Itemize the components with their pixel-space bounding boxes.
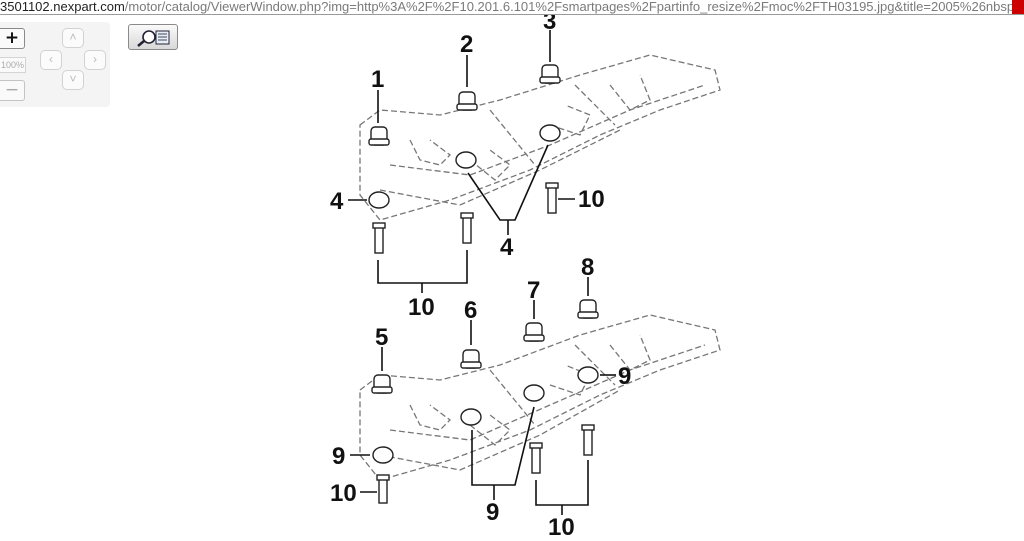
bolt-10a	[372, 222, 386, 254]
bolt-10c	[545, 182, 559, 214]
mount-cushion-4a	[368, 191, 390, 209]
parts-diagram: 1 2 3 4 4 4 10 10 5 6 7 8 9 9 9 10 10	[330, 15, 721, 540]
url-host: 3501102.nexpart.com	[0, 0, 125, 14]
address-bar[interactable]: 3501102.nexpart.com/motor/catalog/Viewer…	[0, 0, 1024, 15]
mount-cushion-9b	[460, 408, 482, 426]
mount-cushion-9d	[577, 366, 599, 384]
callout-9-bottom: 9	[486, 499, 499, 526]
bolt-10b	[460, 212, 474, 244]
callout-10-lower: 10	[548, 514, 575, 540]
mount-cushion-5	[371, 374, 393, 394]
callout-7: 7	[527, 277, 540, 304]
chevron-right-icon: ›	[93, 52, 97, 66]
mount-cushion-6	[460, 349, 482, 369]
bolt-10e	[529, 442, 543, 474]
chevron-up-icon: ˄	[69, 30, 77, 44]
mount-cushion-9a	[372, 446, 394, 464]
mount-cushion-4c	[539, 124, 561, 142]
callout-4-left: 4	[330, 188, 344, 215]
mount-cushion-1	[368, 126, 390, 146]
close-icon[interactable]	[1012, 0, 1024, 14]
callout-2: 2	[460, 31, 473, 58]
chevron-left-icon: ‹	[49, 52, 53, 66]
zoom-out-button[interactable]: −	[0, 80, 25, 101]
zoom-in-button[interactable]: +	[0, 28, 25, 49]
mount-cushion-3	[539, 64, 561, 84]
zoom-level: 100%	[0, 57, 26, 73]
mount-cushion-8	[577, 299, 599, 319]
mount-cushion-7	[523, 322, 545, 342]
callout-10-left: 10	[330, 480, 357, 507]
url-path: /motor/catalog/ViewerWindow.php?img=http…	[124, 0, 1024, 14]
callout-8: 8	[581, 254, 594, 281]
mount-cushion-4b	[455, 151, 477, 169]
callout-4-bottom: 4	[500, 234, 514, 261]
pan-left-button[interactable]: ‹	[40, 50, 62, 70]
frame-upper	[359, 54, 721, 221]
pan-right-button[interactable]: ›	[84, 50, 106, 70]
callout-6: 6	[464, 297, 477, 324]
zoom-controls: + 100% − ˄ ‹ › ˅	[0, 22, 110, 107]
callout-1: 1	[371, 66, 384, 93]
magnifier-icon	[137, 30, 170, 47]
callout-10-bottom: 10	[408, 294, 435, 321]
pan-up-button[interactable]: ˄	[62, 28, 84, 48]
callout-9-left: 9	[332, 443, 345, 470]
pan-down-button[interactable]: ˅	[62, 70, 84, 90]
mount-cushion-2	[456, 91, 478, 111]
callout-5: 5	[375, 324, 388, 351]
magnifier-button[interactable]	[128, 24, 178, 50]
leader-lines	[348, 30, 616, 515]
mount-cushion-9c	[523, 384, 545, 402]
frame-lower	[359, 314, 721, 481]
bolt-10d	[376, 474, 390, 504]
callout-3: 3	[543, 15, 556, 35]
callout-9-right: 9	[618, 363, 631, 390]
chevron-down-icon: ˅	[69, 72, 77, 86]
bolt-10f	[581, 424, 595, 456]
callout-10-right: 10	[578, 186, 605, 213]
